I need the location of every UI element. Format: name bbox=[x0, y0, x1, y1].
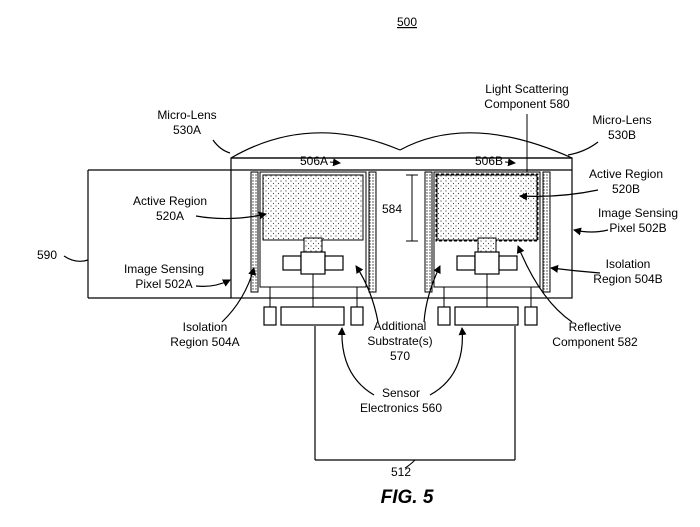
micro-lens-b-shape bbox=[399, 132, 573, 159]
label-506a: 506A bbox=[300, 154, 328, 168]
label-isolation-b-2: Region 504B bbox=[593, 272, 662, 286]
label-active-a-2: 520A bbox=[156, 209, 184, 223]
label-isolation-a-1: Isolation bbox=[183, 320, 228, 334]
arrow-additional-a bbox=[355, 265, 379, 323]
micro-lens-a-shape bbox=[230, 132, 401, 159]
label-micro-lens-b-1: Micro-Lens bbox=[592, 113, 651, 127]
sensor-electronics-b bbox=[437, 306, 538, 326]
active-region-b-shape bbox=[436, 174, 538, 241]
label-584: 584 bbox=[382, 202, 402, 216]
label-micro-lens-b-2: 530B bbox=[608, 128, 636, 142]
leader-micro-lens-b bbox=[567, 141, 599, 156]
label-image-sensing-a-1: Image Sensing bbox=[124, 262, 204, 276]
arrow-sensor-a bbox=[337, 327, 375, 396]
label-active-b-2: 520B bbox=[612, 182, 640, 196]
label-isolation-a-2: Region 504A bbox=[170, 335, 239, 349]
figure-number: 500 bbox=[397, 15, 417, 29]
stem-b bbox=[477, 237, 497, 253]
label-image-sensing-b-2: Pixel 502B bbox=[609, 221, 666, 235]
gate-structure-a bbox=[282, 251, 344, 275]
arrow-506b bbox=[504, 158, 516, 167]
isolation-trench-b-left bbox=[424, 171, 433, 293]
sensor-electronics-a bbox=[263, 306, 364, 326]
leader-512 bbox=[404, 459, 416, 469]
leader-micro-lens-a bbox=[212, 139, 231, 154]
label-sensor-2: Electronics 560 bbox=[360, 401, 442, 415]
arrow-image-sensing-b bbox=[573, 227, 609, 236]
figure-caption: FIG. 5 bbox=[381, 487, 434, 508]
label-additional-3: 570 bbox=[390, 349, 410, 363]
isolation-trench-b-right bbox=[542, 171, 551, 293]
label-506b: 506B bbox=[475, 154, 503, 168]
arrow-reflective bbox=[516, 245, 573, 323]
label-micro-lens-a-1: Micro-Lens bbox=[157, 108, 216, 122]
arrow-active-a bbox=[195, 211, 267, 220]
label-micro-lens-a-2: 530A bbox=[173, 123, 201, 137]
active-region-a-shape bbox=[262, 174, 364, 241]
arrow-isolation-b bbox=[550, 264, 601, 274]
label-isolation-b-1: Isolation bbox=[606, 257, 651, 271]
arrow-isolation-a bbox=[221, 267, 256, 323]
label-512: 512 bbox=[391, 465, 411, 479]
label-additional-2: Substrate(s) bbox=[367, 334, 432, 348]
label-image-sensing-a-2: Pixel 502A bbox=[135, 277, 192, 291]
label-light-scattering-2: Component 580 bbox=[484, 97, 570, 111]
arrow-additional-b bbox=[423, 265, 441, 323]
arrow-image-sensing-a bbox=[195, 279, 231, 287]
leader-590 bbox=[63, 255, 89, 262]
gate-structure-b bbox=[456, 251, 518, 275]
label-590: 590 bbox=[37, 248, 57, 262]
label-active-b-1: Active Region bbox=[589, 167, 663, 181]
isolation-trench-a-right bbox=[368, 171, 377, 293]
isolation-trench-a-left bbox=[250, 171, 259, 293]
arrow-506a bbox=[329, 158, 341, 167]
label-additional-1: Additional bbox=[374, 319, 427, 333]
label-active-a-1: Active Region bbox=[133, 194, 207, 208]
arrow-sensor-b bbox=[429, 327, 467, 396]
label-sensor-1: Sensor bbox=[382, 386, 420, 400]
label-reflective-2: Component 582 bbox=[552, 335, 638, 349]
label-reflective-1: Reflective bbox=[569, 320, 622, 334]
arrow-active-b bbox=[519, 189, 599, 201]
label-light-scattering-1: Light Scattering bbox=[485, 82, 568, 96]
stem-a bbox=[303, 237, 323, 253]
label-image-sensing-b-1: Image Sensing bbox=[598, 206, 678, 220]
pixel-body bbox=[230, 157, 573, 299]
